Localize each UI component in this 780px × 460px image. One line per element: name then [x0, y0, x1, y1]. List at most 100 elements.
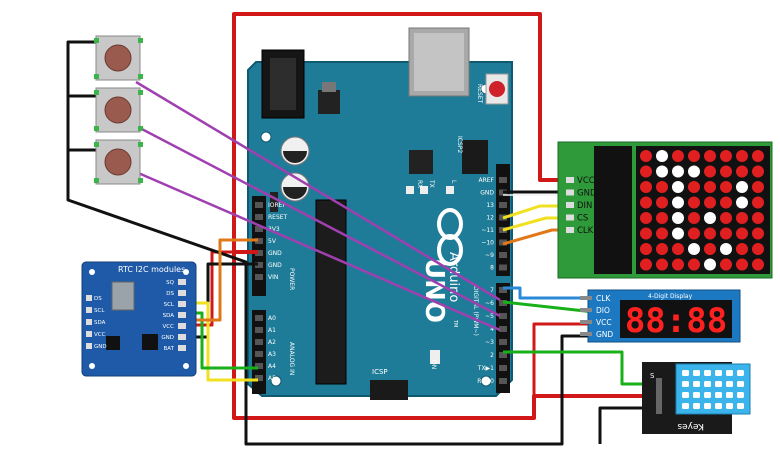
seg-pin [580, 320, 592, 324]
seg-pin-label: CLK [596, 294, 611, 303]
matrix-pin-label: GND [577, 189, 597, 199]
matrix-led [640, 227, 652, 240]
dht-vent [693, 381, 700, 387]
matrix-led [640, 165, 652, 178]
rtc-pin-label: SDA [94, 320, 106, 326]
header-pin [499, 365, 507, 371]
power-pin-label: 5V [268, 238, 277, 245]
matrix-led [720, 165, 732, 178]
rtc-pin-label: GND [94, 344, 107, 350]
analog-pin-label: A1 [268, 327, 276, 334]
dht-vent [715, 403, 722, 409]
header-pin [499, 378, 507, 384]
header-pin [499, 313, 507, 319]
power-pin-label: GND [268, 262, 282, 269]
wire-black-dht [598, 406, 650, 444]
digital-pin-label: GND [480, 190, 494, 197]
wire-purple-1 [135, 80, 501, 302]
header-pin [499, 202, 507, 208]
matrix-led [640, 212, 652, 224]
header-pin [255, 351, 263, 357]
header-pin [499, 264, 507, 271]
dht-vent [704, 370, 711, 376]
analog-pin-label: A0 [268, 315, 276, 322]
dht-vent [704, 403, 711, 409]
analog-pin-label: A3 [268, 351, 276, 358]
header-pin [255, 327, 263, 333]
dht-vent [682, 403, 689, 409]
header-pin [255, 315, 263, 321]
wire-green-dio [502, 300, 595, 314]
dht-vent [682, 381, 689, 387]
wire-black-rtc [188, 262, 258, 339]
dht-vent [737, 392, 744, 398]
header-pin [499, 252, 507, 258]
matrix-led [720, 243, 732, 255]
rtc-pin [178, 334, 186, 340]
power-pin-label: 3V3 [268, 226, 280, 233]
seg-pin-label: DIO [596, 306, 610, 315]
wire-orange-rtc [188, 238, 258, 322]
matrix-led [656, 258, 668, 271]
matrix-pin-label: DIN [577, 201, 592, 211]
arduino-trademark: TM [452, 319, 458, 327]
matrix-led [704, 196, 716, 209]
header-pin [255, 226, 263, 232]
arduino-logo [437, 208, 463, 266]
matrix-led [704, 150, 716, 162]
matrix-led [688, 165, 700, 178]
matrix-led [688, 258, 700, 271]
wire-red-top [232, 12, 566, 254]
rtc-pin-label: DS [94, 296, 102, 302]
matrix-pin-label: CLK [577, 226, 594, 236]
matrix-led [720, 258, 732, 271]
matrix-led [672, 258, 684, 271]
wire-purple-2 [135, 124, 501, 318]
arduino-board: Arduino TM UNO RESET ICSP2 TX RX L ON IC… [247, 27, 513, 400]
matrix-led [752, 212, 764, 224]
matrix-pin [566, 214, 574, 221]
header-pin [255, 375, 263, 381]
matrix-led [672, 227, 684, 240]
matrix-led [672, 165, 684, 178]
matrix-led [640, 181, 652, 193]
rtc-pin [86, 343, 92, 349]
matrix-led [752, 227, 764, 240]
rx-label: RX [416, 180, 423, 188]
analog-pin-label: A2 [268, 339, 276, 346]
matrix-led [736, 258, 748, 271]
wire-black-buttons [66, 40, 594, 446]
wire-yellow-din [502, 204, 566, 220]
matrix-led [672, 196, 684, 209]
matrix-pin [566, 177, 574, 183]
icsp-label: ICSP [372, 368, 388, 376]
matrix-led [720, 196, 732, 209]
seg-pin [580, 308, 592, 312]
matrix-leds [640, 150, 764, 271]
push-buttons [94, 35, 143, 185]
matrix-led [736, 196, 748, 209]
dht-vent [715, 392, 722, 398]
header-pin [255, 363, 263, 369]
rtc-pin [178, 290, 186, 296]
digital-pin-label: ~6 [485, 300, 494, 307]
matrix-led [656, 165, 668, 178]
seg-pin [580, 296, 592, 300]
digital-pin-label: ~3 [485, 339, 494, 346]
matrix-led [672, 243, 684, 255]
matrix-pin [566, 227, 574, 233]
digital-pin-label: 7 [490, 287, 494, 294]
power-pin-label: RESET [268, 214, 288, 221]
matrix-led [720, 181, 732, 193]
seg-digits: 88:88 [625, 301, 727, 341]
icsp2-label: ICSP2 [456, 136, 463, 153]
matrix-led [656, 150, 668, 162]
header-pin [255, 202, 263, 208]
digital-pin-label: 2 [490, 352, 494, 359]
analog-pin-label: A5 [268, 375, 276, 382]
